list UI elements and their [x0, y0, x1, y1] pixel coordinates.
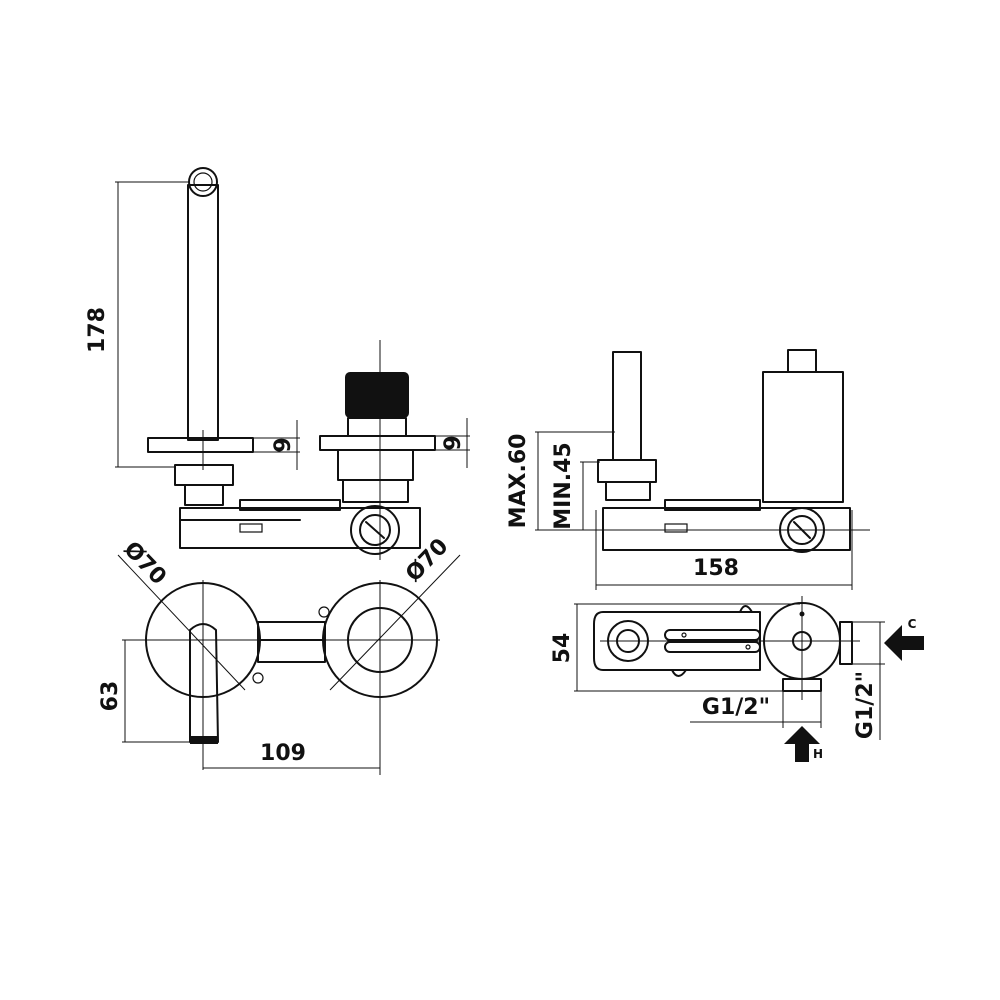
connection-bottom-label: G1/2" — [702, 695, 770, 720]
dimension-9-left: 9 — [253, 420, 300, 470]
spout-aerator — [188, 167, 218, 197]
dimension-connection-bottom: G1/2" — [690, 691, 822, 728]
side-elevation-view — [560, 349, 870, 553]
spout-flange — [147, 437, 254, 453]
dimension-diameter-left: Ø70 — [117, 537, 246, 691]
dimension-63: 63 — [98, 639, 190, 743]
dimension-9-right: 9 — [435, 418, 470, 468]
body-length-label: 158 — [693, 556, 739, 581]
max-depth-label: MAX.60 — [506, 434, 531, 529]
connection-side-label: G1/2" — [853, 671, 878, 739]
dimension-connection-side: G1/2" — [852, 621, 885, 740]
cold-inlet-label: C — [908, 617, 917, 631]
spout-height-label: 178 — [85, 307, 110, 353]
dimension-54: 54 — [550, 603, 800, 692]
side-mixer-body — [602, 507, 851, 551]
handle-flange — [319, 435, 436, 451]
spout-tube — [187, 184, 219, 441]
flange-right-label: 9 — [441, 435, 466, 450]
side-cartridge — [762, 371, 844, 503]
hot-inlet-label: H — [813, 747, 823, 761]
arrow-left-icon — [884, 625, 924, 661]
flange-left-label: 9 — [271, 437, 296, 452]
handle-knob — [345, 372, 409, 418]
dimension-109: 109 — [203, 741, 380, 769]
front-elevation-view — [147, 167, 436, 560]
spout-plan — [189, 623, 219, 743]
hot-inlet-arrow: H — [784, 726, 823, 762]
spout-offset-label: 63 — [98, 681, 123, 712]
centers-label: 109 — [260, 741, 306, 766]
diameter-right-label: Ø70 — [401, 534, 453, 587]
arrow-up-icon — [784, 726, 820, 762]
body-plan-outline — [593, 611, 761, 671]
dimension-depth: MAX.60 MIN.45 — [506, 431, 615, 531]
dimension-158: 158 — [595, 510, 853, 590]
min-depth-label: MIN.45 — [551, 442, 576, 529]
valve-nut — [350, 505, 400, 555]
cold-inlet-arrow: C — [884, 617, 924, 661]
side-spout-tube — [612, 351, 642, 461]
body-width-label: 54 — [550, 633, 575, 664]
dimension-178: 178 — [85, 181, 190, 468]
body-plan-view — [593, 596, 860, 700]
